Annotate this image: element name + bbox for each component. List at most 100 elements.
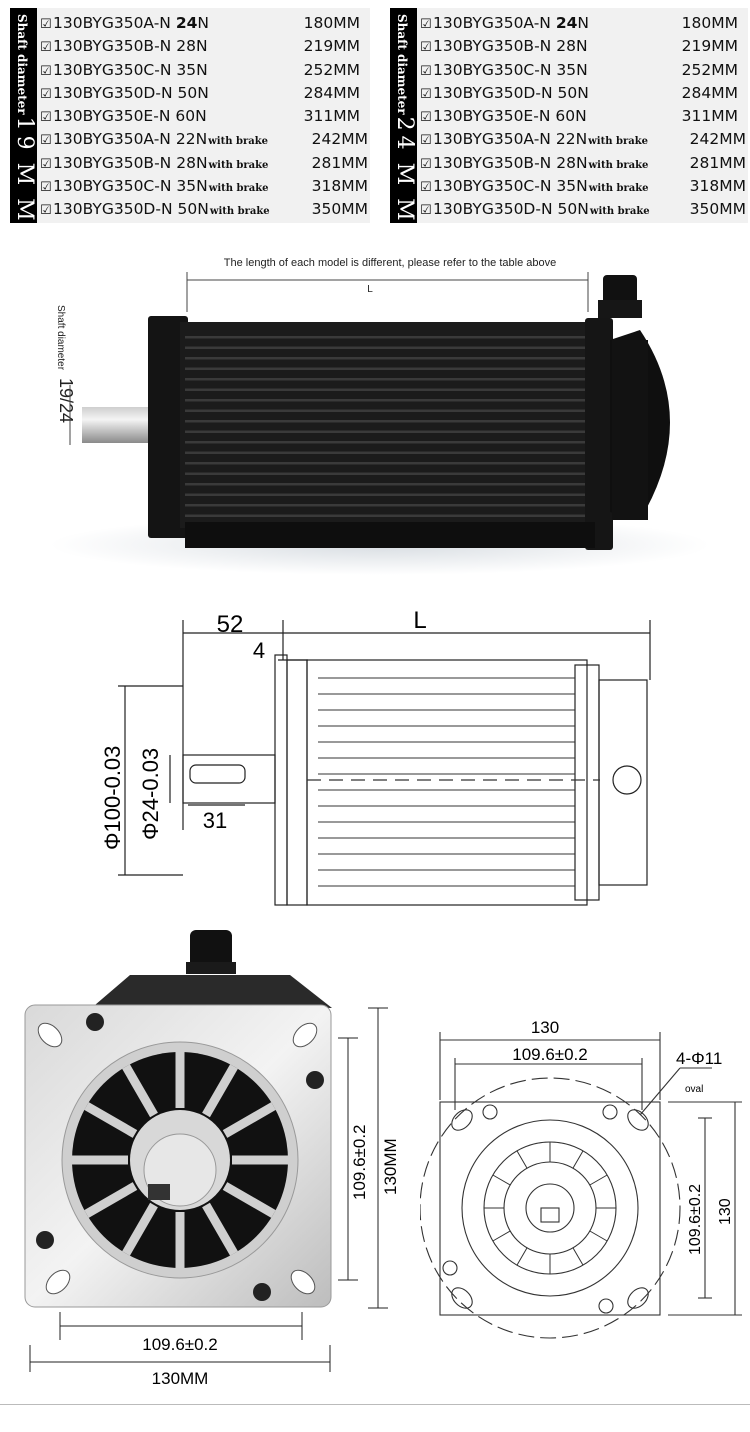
model-name: 130BYG350B-N — [53, 153, 172, 172]
length: 180MM — [681, 14, 738, 32]
length-note: The length of each model is different, p… — [224, 257, 556, 269]
length: 318MM — [689, 177, 746, 196]
check-icon: ☑ — [40, 17, 52, 32]
length: 242MM — [311, 130, 368, 149]
motor-side-photo: The length of each model is different, p… — [50, 257, 710, 575]
torque: 50N — [177, 83, 209, 102]
model-name: 130BYG350D-N — [53, 83, 173, 102]
torque: 60N — [555, 107, 587, 126]
side-fin-lines — [318, 677, 575, 887]
check-icon: ☑ — [420, 156, 432, 172]
check-icon: ☑ — [420, 17, 432, 32]
model-name: 130BYG350D-N — [433, 200, 553, 219]
shaft — [82, 407, 152, 443]
band-unit: 9 M M — [12, 135, 37, 224]
model-name: 130BYG350E-N — [53, 107, 171, 126]
model-name: 130BYG350D-N — [433, 83, 553, 102]
torque: 24N — [555, 14, 590, 32]
model-name: 130BYG350E-N — [433, 107, 551, 126]
torque: 28N — [176, 37, 208, 56]
ring-segments — [484, 1142, 616, 1274]
cable-gland — [190, 930, 232, 970]
torque: 35N — [176, 60, 208, 79]
mount-hole — [36, 1231, 54, 1249]
length: 281MM — [311, 153, 368, 172]
brake-note: with brake — [209, 206, 270, 218]
cooling-fins — [185, 336, 585, 517]
length: 242MM — [689, 130, 746, 149]
model-name: 130BYG350B-N — [433, 153, 552, 172]
brake-note: with brake — [208, 159, 269, 171]
brake-note: with brake — [588, 136, 648, 148]
torque: 28N — [556, 153, 588, 172]
oval-hole — [45, 1269, 71, 1295]
dim-phi24: Φ24-0.03 — [138, 748, 163, 840]
mount-hole — [253, 1283, 271, 1301]
torque: 50N — [177, 200, 209, 219]
torque: 28N — [176, 153, 208, 172]
bottom-divider — [0, 1404, 750, 1405]
torque: 35N — [556, 60, 588, 79]
model-name: 130BYG350A-N — [53, 130, 171, 149]
torque: 24N — [175, 14, 210, 32]
brake-note: with brake — [208, 136, 268, 148]
dim-52: 52 — [217, 611, 244, 638]
length: 284MM — [681, 83, 738, 102]
torque: 35N — [176, 177, 208, 196]
length: 284MM — [303, 83, 360, 102]
check-icon: ☑ — [40, 86, 52, 102]
length: 281MM — [689, 153, 746, 172]
holes-label: 4-Φ11 — [676, 1049, 722, 1068]
model-name: 130BYG350C-N — [53, 60, 172, 79]
model-row: ☑130BYG350E-N 60N 311MM — [40, 105, 370, 128]
length: 318MM — [311, 177, 368, 196]
length: 311MM — [303, 107, 360, 126]
band-number: 2 — [392, 116, 417, 134]
check-icon: ☑ — [40, 110, 52, 126]
brake-note: with brake — [588, 159, 649, 171]
shaft-diameter-band: Shaft diameter19 M M — [10, 8, 37, 224]
motor-front-photo: 109.6±0.2 130MM 109.6±0.2 130MM — [24, 930, 400, 1388]
check-icon: ☑ — [420, 40, 432, 56]
oval-hole — [292, 1022, 318, 1048]
dim-horizontal: 109.6±0.2 — [142, 1335, 218, 1354]
model-row: ☑130BYG350D-N 50N 284MM — [40, 82, 370, 105]
band-unit: 4 M M — [392, 135, 417, 224]
model-name: 130BYG350A-N — [433, 14, 551, 32]
mount-hole — [86, 1013, 104, 1031]
length: 180MM — [303, 14, 360, 32]
dim-vertical: 109.6±0.2 — [350, 1124, 369, 1200]
check-icon: ☑ — [420, 110, 432, 126]
check-icon: ☑ — [40, 180, 52, 196]
torque: 60N — [175, 107, 207, 126]
mount-hole — [306, 1071, 324, 1089]
check-icon: ☑ — [420, 133, 432, 149]
check-icon: ☑ — [40, 133, 52, 149]
dim-130-side: 130 — [717, 1198, 734, 1225]
check-icon: ☑ — [40, 40, 52, 56]
dim-vertical-outer: 130MM — [381, 1138, 400, 1195]
torque: 50N — [557, 83, 589, 102]
shaft-diameter-value: 19/24 — [56, 378, 76, 423]
brake-note: with brake — [588, 183, 649, 195]
model-name: 130BYG350D-N — [53, 200, 173, 219]
dim-1096-top: 109.6±0.2 — [512, 1045, 588, 1064]
check-icon: ☑ — [420, 63, 432, 79]
length: 219MM — [303, 37, 360, 56]
dim-1096-side: 109.6±0.2 — [687, 1184, 704, 1255]
shaft-key — [148, 1184, 170, 1200]
rear-flange — [585, 318, 613, 550]
